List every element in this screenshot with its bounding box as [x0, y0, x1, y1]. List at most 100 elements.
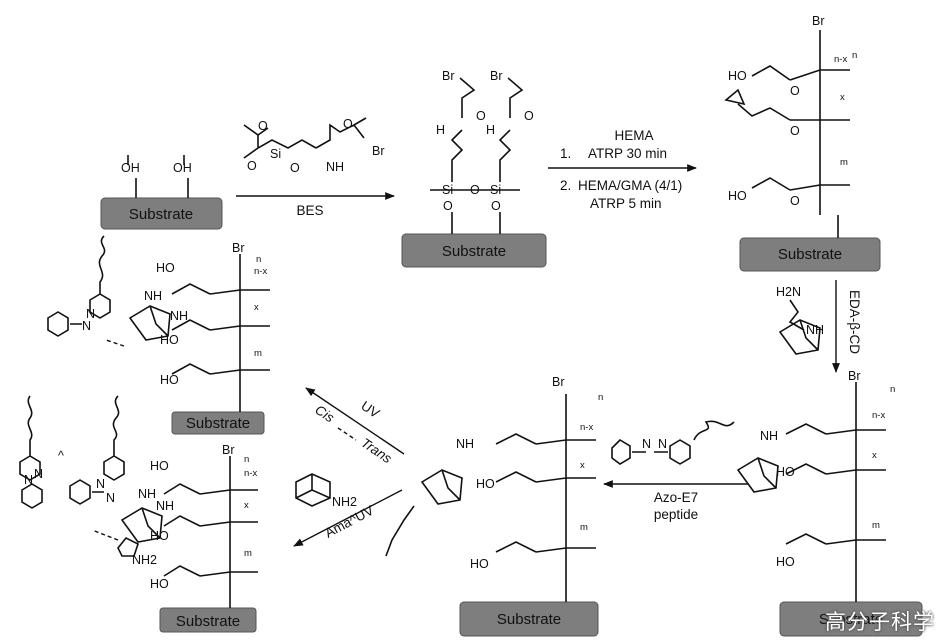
br-label-bottom-center: Br [552, 375, 565, 389]
caret-label: ^ [58, 449, 64, 463]
nh-label-left-middle: NH [144, 289, 162, 303]
n-label-bottom-right: n [890, 384, 895, 395]
nh-label-bottom-right: NH [760, 429, 778, 443]
ho-label-bottom-center-1: HO [476, 477, 495, 491]
trans-azo-released: N N N N ^ [19, 395, 125, 541]
o-label-b: O [491, 199, 501, 213]
m-label-left-middle: m [254, 348, 262, 359]
br-label-top-right: Br [812, 14, 825, 28]
ho-label-bottom-left-2: HO [150, 577, 169, 591]
ho-label-top-right-2: HO [728, 189, 747, 203]
substrate-2-initiator: Substrate O O Si O Si H H Br Br O O [401, 69, 547, 268]
ama-nh2-label: NH2 [332, 495, 357, 509]
nh-label-b: H [486, 123, 495, 137]
substrate-5-label: Substrate [497, 611, 561, 628]
n-label-bottom-left: n [244, 454, 249, 465]
azo-e7-label: Azo-E7 [654, 490, 698, 505]
o-label-e: O [524, 109, 534, 123]
trans-azo-n-label-3: N [24, 473, 33, 487]
watermark-text: 高分子科学 [825, 611, 935, 634]
n-x-label-left-middle: n-x [254, 266, 267, 277]
bes-label: BES [296, 203, 323, 218]
cis-label: Cis [312, 402, 337, 425]
trans-azo-n-label-2: N [106, 491, 115, 505]
substrate-1-label: Substrate [129, 206, 193, 223]
ho-label-left-middle-0: HO [156, 261, 175, 275]
ama-nh2-bound-label: NH2 [132, 553, 157, 567]
br-label-b: Br [490, 69, 503, 83]
si-label-a: Si [442, 183, 453, 197]
hema-gma-label: HEMA/GMA (4/1) [578, 178, 682, 193]
cis-trans-dots [337, 427, 357, 441]
eda-cd-reagent-structure: H2N NH [776, 285, 824, 355]
nh-label-bottom-left: NH [138, 487, 156, 501]
amide-nh-label: NH [326, 160, 344, 174]
substrate-1: Substrate OH OH [100, 155, 223, 230]
n-x-label-top-right: n-x [834, 54, 847, 65]
oxygen-label-2: O [247, 159, 257, 173]
n-x-label-bottom-right: n-x [872, 410, 885, 421]
n-x-label-bottom-left: n-x [244, 468, 257, 479]
step1-label: 1. [560, 146, 571, 161]
x-label-bottom-right: x [872, 450, 877, 461]
o-label-d: O [476, 109, 486, 123]
substrate-2-label: Substrate [442, 243, 506, 260]
nh-label-a: H [436, 123, 445, 137]
m-label-bottom-center: m [580, 522, 588, 533]
ho-label-bottom-center-2: HO [470, 557, 489, 571]
ama-uv-arrow [293, 489, 403, 547]
ho-label-bottom-right-1: HO [776, 465, 795, 479]
n-label-bottom-center: n [598, 392, 603, 403]
x-label-bottom-left: x [244, 500, 249, 511]
o-label-top-right-2: O [790, 124, 800, 138]
hydroxyl-label-1: OH [121, 161, 140, 175]
o-label-top-right-1: O [790, 84, 800, 98]
x-label-bottom-center: x [580, 460, 585, 471]
substrate-7-ama: Substrate Br n-x n x m NH NH HO HO HO NH… [117, 443, 258, 633]
n-label-top-right: n [852, 50, 857, 61]
atrp30-label: ATRP 30 min [588, 146, 667, 161]
br-label-left-middle: Br [232, 241, 245, 255]
cis-azo-n-label-2: N [86, 307, 95, 321]
azo-n-label-1: N [642, 437, 651, 451]
oxygen-label-1: O [258, 119, 268, 133]
x-label-left-middle: x [254, 302, 259, 313]
uv-arrow [305, 387, 405, 455]
ho-label-bottom-left-0: HO [150, 459, 169, 473]
m-label-bottom-right: m [872, 520, 880, 531]
carbonyl-o-label: O [343, 117, 353, 131]
adamantane-amine-structure: NH2 [295, 473, 357, 509]
azo-e7-reagent-structure: N N [611, 420, 735, 465]
eda-cd-label: EDA-β-CD [847, 290, 862, 354]
trans-release-dash [91, 529, 119, 541]
bes-reagent-structure: Si O O O NH O Br [243, 117, 385, 175]
uv-label: UV [358, 398, 382, 421]
o-label-c: O [470, 183, 480, 197]
ho-label-bottom-right-2: HO [776, 555, 795, 569]
eda-nh-label: NH [806, 323, 824, 337]
n-x-label-bottom-center: n-x [580, 422, 593, 433]
substrate-5-host-guest: Substrate Br n-x n x m NH HO HO [385, 375, 603, 637]
ho-label-top-right-1: HO [728, 69, 747, 83]
nh-label-bottom-left-2: NH [156, 499, 174, 513]
cis-azo-n-label-1: N [82, 319, 91, 333]
o-label-top-right-3: O [790, 194, 800, 208]
oxygen-label-3: O [290, 161, 300, 175]
m-label-top-right: m [840, 157, 848, 168]
nh-label-left-middle-2: NH [170, 309, 188, 323]
hydroxyl-label-2: OH [173, 161, 192, 175]
peptide-label: peptide [654, 507, 698, 522]
bromine-label: Br [372, 144, 385, 158]
substrate-3-brush: Substrate Br n-x n x m HO HO O O O [724, 14, 881, 272]
br-label-a: Br [442, 69, 455, 83]
trans-azo-n-label-4: N [34, 467, 43, 481]
br-label-bottom-left: Br [222, 443, 235, 457]
br-label-bottom-right: Br [848, 369, 861, 383]
silicon-label: Si [270, 147, 281, 161]
si-label-b: Si [490, 183, 501, 197]
ho-label-left-middle-2: HO [160, 373, 179, 387]
substrate-4-cd-brush: Substrate Br n-x n x m NH HO HO [737, 369, 923, 637]
substrate-6-label: Substrate [186, 415, 250, 432]
trans-azo-n-label-1: N [96, 477, 105, 491]
